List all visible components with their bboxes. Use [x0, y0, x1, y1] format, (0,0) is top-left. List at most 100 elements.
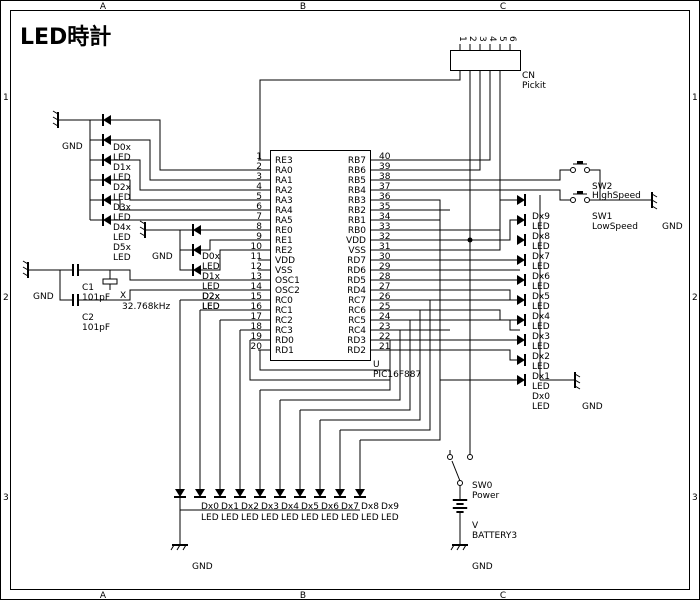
wire-vss [390, 140, 501, 251]
connector-pin-number: 4 [487, 36, 497, 42]
ic-pin-number: 22 [379, 332, 390, 342]
ic-pin-number: 24 [379, 312, 391, 322]
ic-pin-number: 21 [379, 342, 390, 352]
led-triangle [315, 489, 325, 497]
ic-pin-number: 10 [251, 242, 263, 252]
ic-pin-name: RB5 [348, 176, 366, 186]
wire-rb6 [390, 140, 481, 171]
led-ref: D2x [202, 292, 221, 302]
wire-re1 [195, 239, 258, 251]
led-ref: Dx3 [532, 332, 550, 342]
ic-pin-number: 38 [379, 172, 391, 182]
led-type: LED [321, 513, 339, 523]
ic-pin-name: RB4 [348, 186, 366, 196]
column-marker: C [500, 591, 506, 600]
ic-pin-number: 15 [251, 292, 262, 302]
led-type: LED [202, 262, 220, 272]
led-ref: Dx5 [532, 292, 550, 302]
battery-ref: V [472, 521, 479, 531]
connector-body[interactable] [450, 50, 521, 71]
led-triangle [103, 135, 111, 145]
led-icon [194, 489, 206, 498]
wire [340, 300, 431, 431]
led-icon [174, 489, 186, 498]
ic-pin-number: 9 [256, 232, 262, 242]
led-ref: Dx9 [381, 502, 399, 512]
led-triangle [275, 489, 285, 497]
ic-pin-name: RC1 [275, 306, 293, 316]
led-type: LED [532, 242, 550, 252]
led-type: LED [532, 322, 550, 332]
ic-pin-name: VDD [346, 236, 366, 246]
ic-pin-name: RC6 [348, 306, 366, 316]
gnd-label: GND [152, 252, 173, 262]
ic-pin-name: RA1 [275, 176, 293, 186]
ic-pin-number: 1 [256, 152, 262, 162]
led-triangle [295, 489, 305, 497]
wire [587, 169, 652, 201]
wire [390, 199, 520, 231]
ic-pin-number: 25 [379, 302, 390, 312]
led-type: LED [532, 382, 550, 392]
ic-pin-number: 20 [251, 342, 263, 352]
led-type: LED [201, 513, 219, 523]
led-triangle [103, 155, 111, 165]
led-type: LED [532, 282, 550, 292]
ic-pin-name: RC5 [348, 316, 366, 326]
led-type: LED [113, 153, 131, 163]
ground-icon [139, 220, 146, 238]
led-triangle [103, 195, 111, 205]
ic-pin-name: VSS [348, 246, 366, 256]
led-triangle [517, 335, 525, 345]
led-ref: Dx9 [532, 212, 550, 222]
wire-rb7 [390, 140, 491, 161]
ic-pin-number: 19 [251, 332, 263, 342]
wire [390, 219, 520, 241]
ic-body[interactable] [270, 150, 371, 361]
led-type: LED [341, 513, 359, 523]
ic-pin-number: 23 [379, 322, 390, 332]
ic-pin-name: RC3 [275, 326, 293, 336]
ic-pin-number: 7 [256, 212, 262, 222]
wire-osc2 [78, 289, 258, 301]
led-triangle [193, 265, 201, 275]
ic-pin-number: 26 [379, 292, 391, 302]
column-marker: B [300, 2, 306, 12]
ic-pin-name: RC4 [348, 326, 366, 336]
led-ref: D0x [113, 143, 132, 153]
column-marker: C [500, 2, 506, 12]
led-icon [354, 489, 366, 498]
led-icon [517, 194, 526, 206]
ic-pin-number: 31 [379, 242, 390, 252]
ic-pin-number: 29 [379, 262, 391, 272]
ic-pin-number: 16 [251, 302, 263, 312]
led-type: LED [261, 513, 279, 523]
ic-pin-name: RD5 [347, 276, 366, 286]
ic-pin-name: RB0 [348, 226, 366, 236]
ic-pin-name: RA0 [275, 166, 293, 176]
led-ref: Dx7 [532, 252, 550, 262]
ic-pin-number: 34 [379, 212, 391, 222]
connector-pin-number: 5 [497, 36, 507, 42]
gnd-label: GND [192, 562, 213, 572]
capacitor-value: 101pF [82, 323, 110, 333]
led-triangle [215, 489, 225, 497]
led-triangle [235, 489, 245, 497]
led-icon [254, 489, 266, 498]
led-ref: Dx2 [532, 352, 550, 362]
wires [28, 70, 652, 545]
crystal-value: 32.768kHz [122, 302, 170, 312]
ground-icon [651, 192, 658, 210]
led-type: LED [281, 513, 299, 523]
led-triangle [517, 275, 525, 285]
ic-pin-name: OSC2 [275, 286, 300, 296]
led-ref: Dx8 [532, 232, 550, 242]
led-icon [517, 274, 526, 286]
connector-name: Pickit [522, 81, 546, 91]
led-type: LED [202, 302, 220, 312]
schematic-title: LED時計 [20, 24, 111, 50]
ic-pin-number: 27 [379, 282, 390, 292]
capacitor-ref: C2 [82, 313, 94, 323]
